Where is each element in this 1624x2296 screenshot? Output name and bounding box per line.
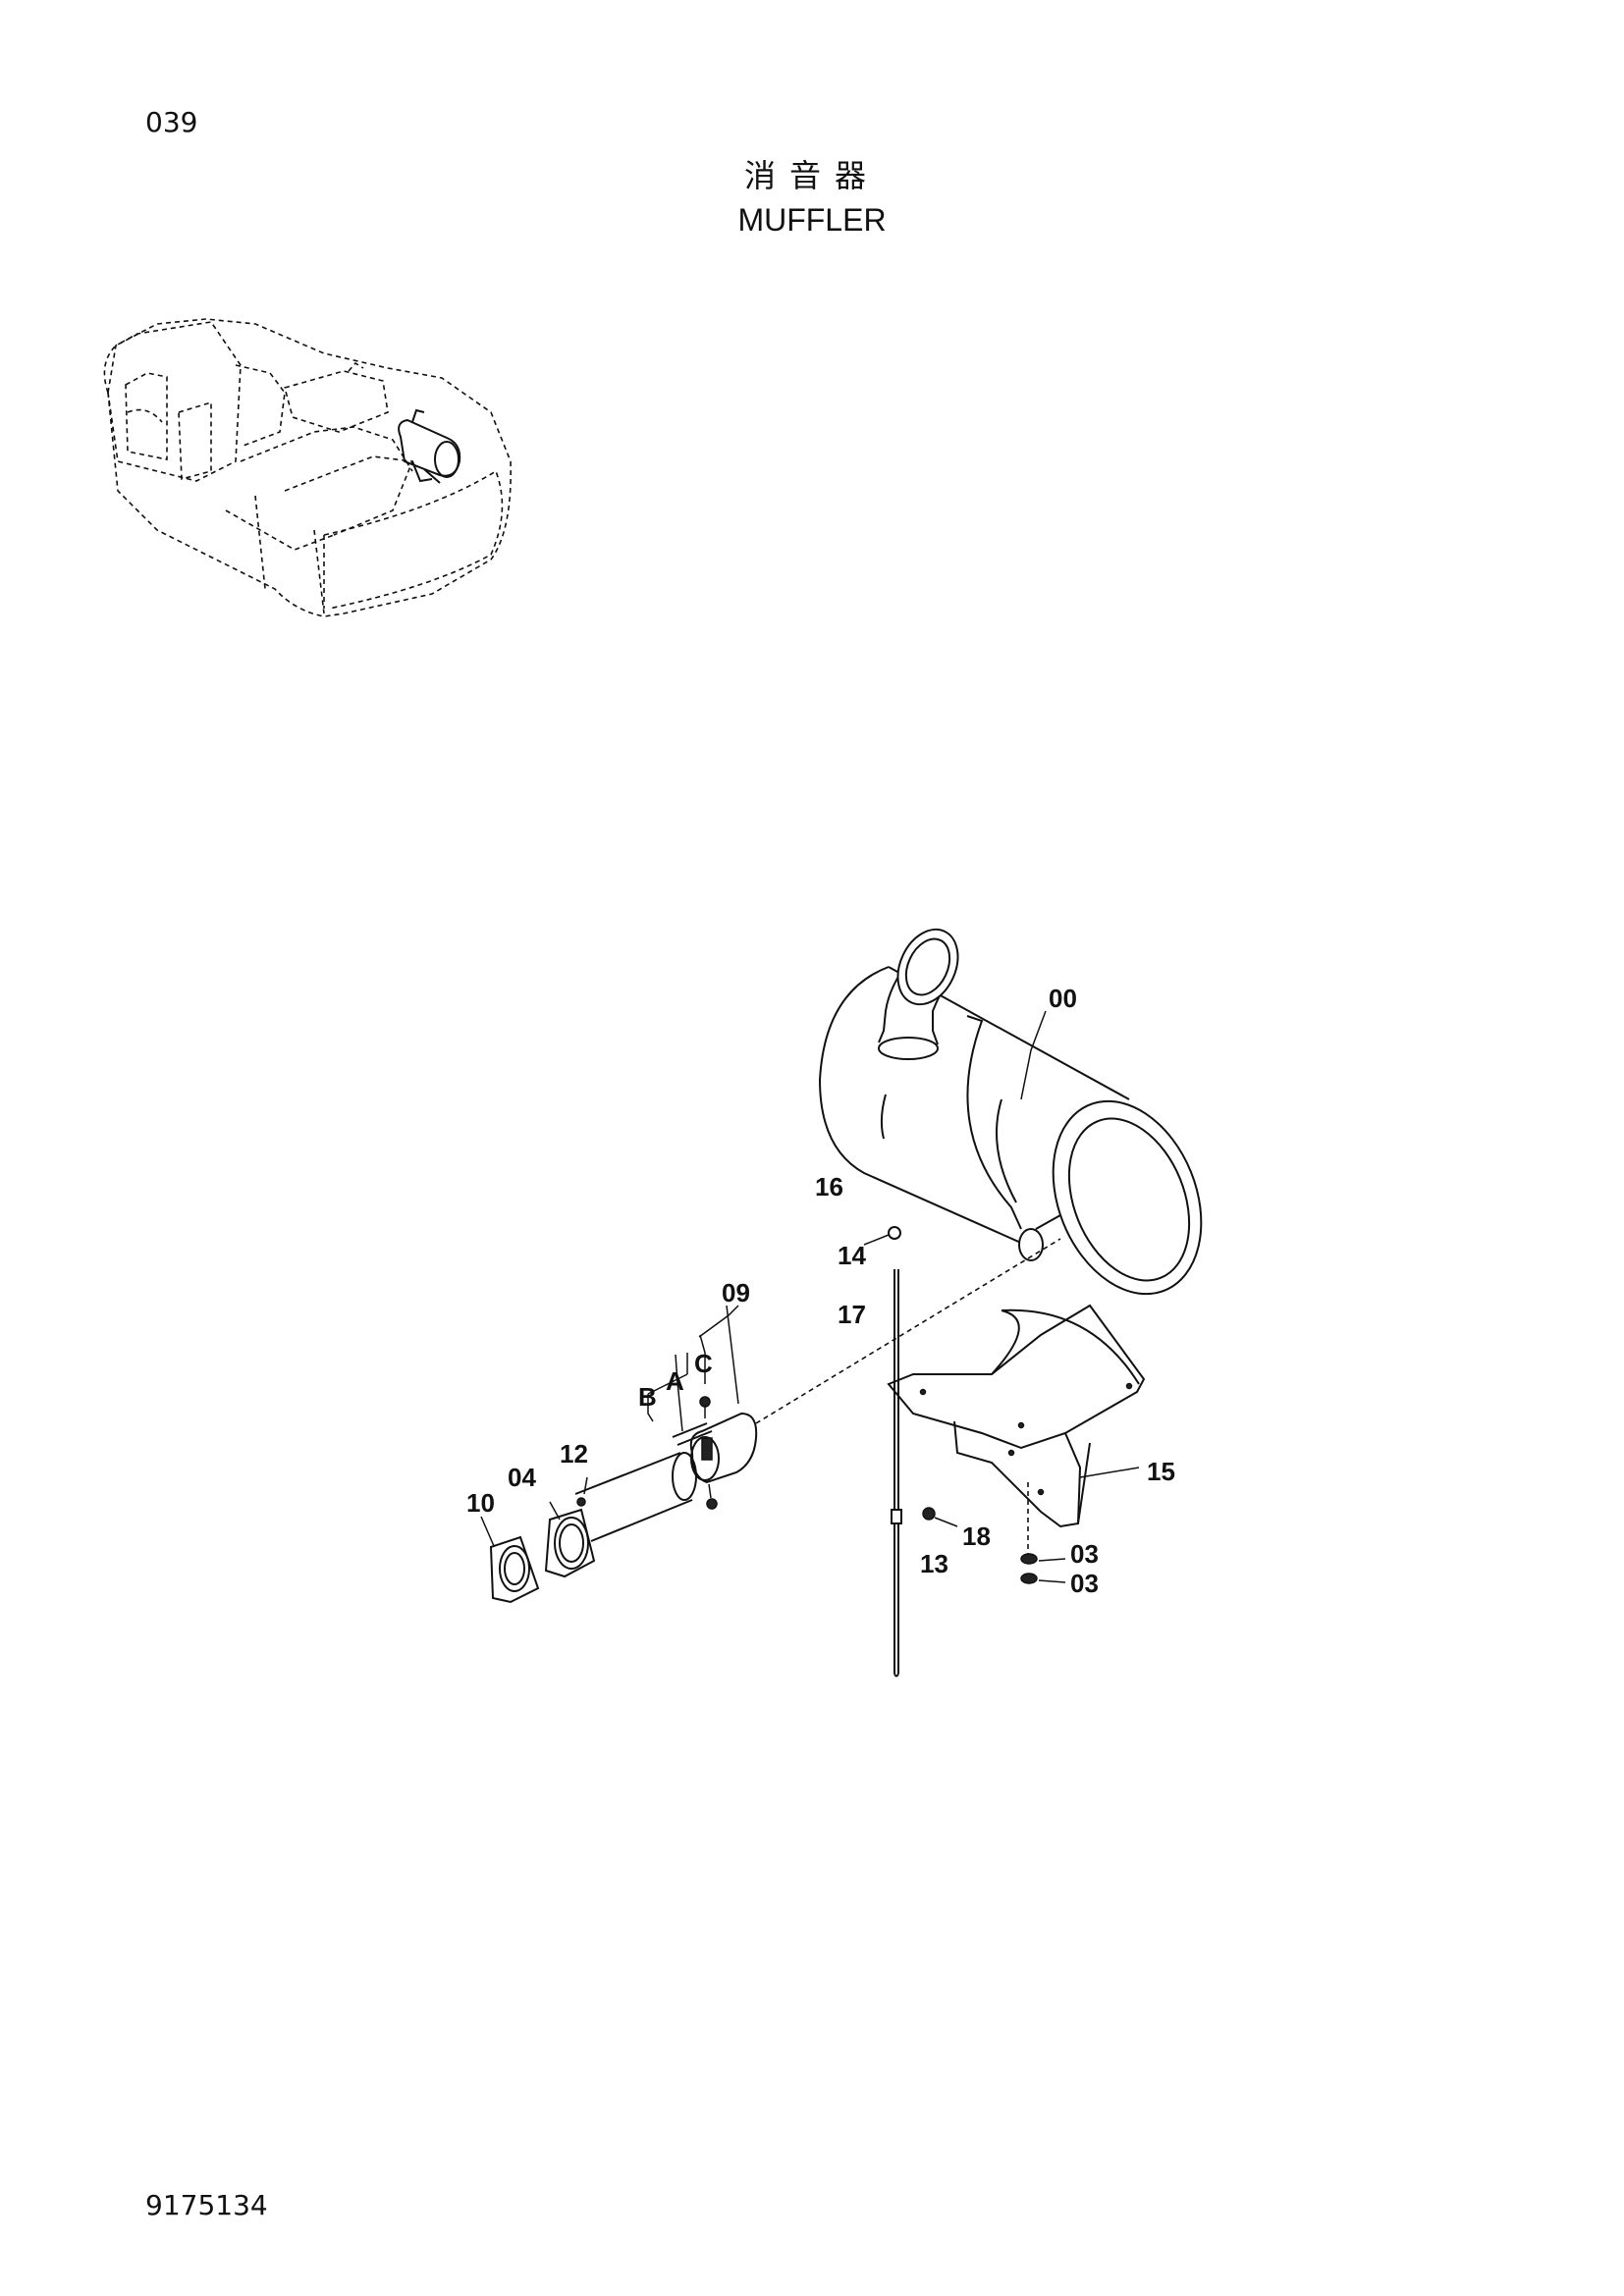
callout-03-lower: 03	[1070, 1569, 1099, 1598]
callout-09: 09	[722, 1278, 750, 1308]
callout-03-upper: 03	[1070, 1539, 1099, 1569]
excavator-locator-view	[103, 318, 512, 617]
centerline	[755, 1238, 1061, 1424]
callout-15: 15	[1147, 1457, 1175, 1486]
callout-labels: 00 16 14 17 09 B A C 15 12 04 10 18 13 0…	[466, 984, 1175, 1598]
callout-17: 17	[838, 1300, 866, 1329]
document-number: 9175134	[145, 2189, 268, 2221]
callout-10: 10	[466, 1488, 495, 1518]
callout-00: 00	[1049, 984, 1077, 1013]
bracket-15	[887, 1304, 1146, 1584]
callout-18: 18	[962, 1522, 991, 1551]
title-english: MUFFLER	[737, 202, 887, 238]
title-chinese: 消音器	[743, 157, 880, 194]
stay-rod-17	[863, 1226, 958, 1678]
callout-B: B	[638, 1382, 657, 1412]
callout-12: 12	[560, 1439, 588, 1468]
callout-16: 16	[815, 1172, 843, 1201]
page-number: 039	[145, 106, 198, 138]
exhaust-pipe-12	[480, 1452, 697, 1604]
muffler-assembly	[818, 928, 1203, 1296]
clamp-09	[647, 1305, 758, 1510]
callout-04: 04	[508, 1463, 536, 1492]
callout-13: 13	[920, 1549, 948, 1578]
callout-14: 14	[838, 1241, 866, 1270]
callout-C: C	[694, 1349, 713, 1378]
callout-A: A	[666, 1366, 684, 1396]
